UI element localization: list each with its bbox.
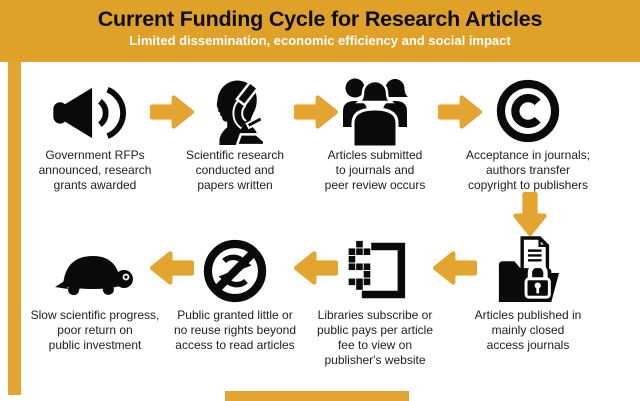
flow-step-paywall: Libraries subscribe or public pays per a…	[300, 234, 450, 368]
announcement-speaker-icon	[25, 74, 165, 148]
flow-step-peer-review: Articles submitted to journals and peer …	[305, 74, 445, 193]
step-caption: Libraries subscribe or public pays per a…	[316, 308, 434, 367]
step-caption: Government RFPs announced, research gran…	[38, 148, 152, 192]
flow-step-copyright: Acceptance in journals; authors transfer…	[453, 74, 603, 193]
flow-arrow-down-icon	[512, 190, 548, 238]
header-banner: Current Funding Cycle for Research Artic…	[0, 0, 640, 62]
flow-arrow-left-icon	[431, 250, 479, 286]
step-caption: Public granted little or no reuse rights…	[173, 308, 297, 352]
step-caption: Articles published in mainly closed acce…	[474, 308, 582, 352]
flow-arrow-right-icon	[148, 94, 196, 130]
step-caption: Acceptance in journals; authors transfer…	[465, 148, 591, 192]
page-title: Current Funding Cycle for Research Artic…	[97, 7, 543, 31]
peer-review-people-icon	[305, 74, 445, 148]
flow-step-no-reuse: Public granted little or no reuse rights…	[160, 234, 310, 353]
flow-step-closed-access: Articles published in mainly closed acce…	[453, 234, 603, 353]
step-caption: Slow scientific progress, poor return on…	[30, 308, 160, 352]
locked-folder-icon	[453, 234, 603, 308]
copyright-icon	[453, 74, 603, 148]
flow-step-research: Scientific research conducted and papers…	[165, 74, 305, 193]
scientist-microscope-icon	[165, 74, 305, 148]
footer-accent-bar	[225, 391, 409, 401]
flow-arrow-left-icon	[292, 250, 340, 286]
left-accent-bar	[8, 62, 21, 395]
slow-turtle-icon	[20, 234, 170, 308]
step-caption: Articles submitted to journals and peer …	[324, 148, 426, 192]
flow-arrow-left-icon	[148, 250, 196, 286]
flow-step-grants: Government RFPs announced, research gran…	[25, 74, 165, 193]
page-subtitle: Limited dissemination, economic efficien…	[129, 33, 511, 48]
no-reuse-icon	[160, 234, 310, 308]
paywall-dollar-icon	[300, 234, 450, 308]
step-caption: Scientific research conducted and papers…	[185, 148, 285, 192]
flow-step-slow-progress: Slow scientific progress, poor return on…	[20, 234, 170, 353]
flow-arrow-right-icon	[436, 94, 484, 130]
flow-arrow-right-icon	[292, 94, 340, 130]
